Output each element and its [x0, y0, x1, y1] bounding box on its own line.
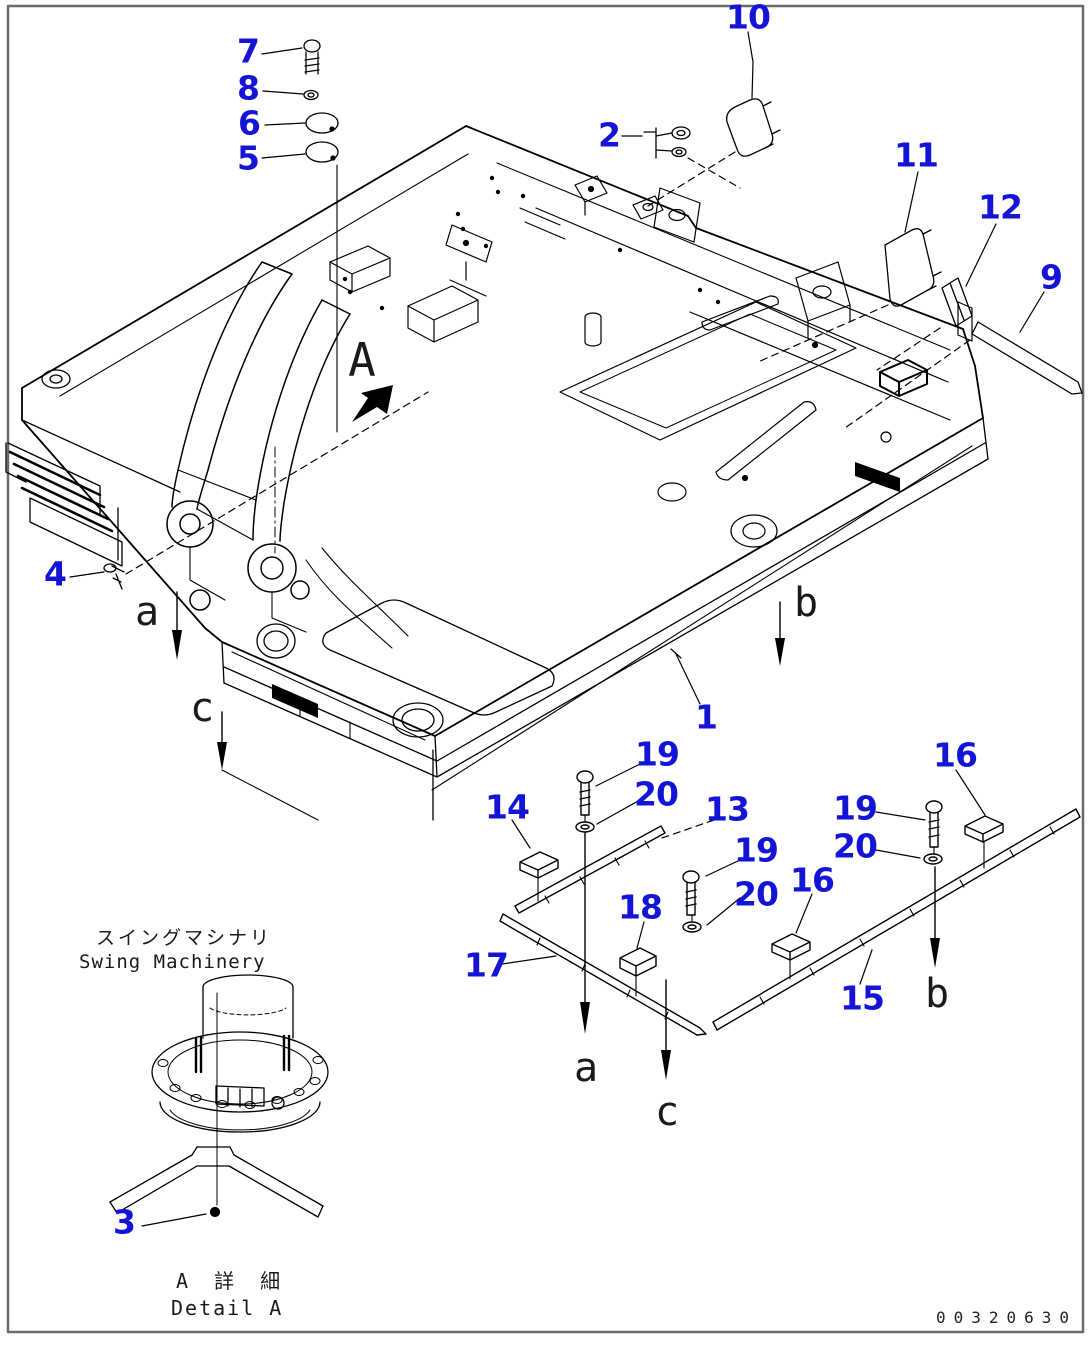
callout-12: 12 — [978, 187, 1023, 227]
view-letter-b: b — [793, 580, 819, 626]
sheet-border — [8, 6, 1083, 1332]
drawing-number: 00320630 — [936, 1308, 1078, 1327]
callout-6: 6 — [238, 103, 261, 143]
leader-lines — [70, 32, 1044, 1226]
section-view-arrows — [172, 385, 940, 1080]
swing-machinery-label-en: Swing Machinery — [79, 951, 266, 973]
view-letter-a: a — [573, 1045, 599, 1091]
callout-18: 18 — [618, 887, 663, 927]
right-deck-details — [536, 208, 972, 547]
callout-5: 5 — [237, 138, 260, 178]
detail-a-label-jp: A 詳 細 — [176, 1269, 288, 1293]
callout-4: 4 — [44, 554, 67, 594]
view-letter-A: A — [348, 333, 376, 387]
plug-and-bolt-parts — [104, 40, 1082, 589]
view-letter-b: b — [924, 971, 950, 1017]
callout-16: 16 — [933, 735, 978, 775]
callout-9: 9 — [1040, 257, 1063, 297]
callout-19: 19 — [734, 830, 779, 870]
callout-15: 15 — [840, 978, 885, 1018]
callout-20: 20 — [634, 774, 679, 814]
callout-8: 8 — [237, 68, 260, 108]
rear-deck-details — [330, 176, 721, 346]
callout-10: 10 — [726, 0, 771, 37]
callout-14: 14 — [485, 787, 530, 827]
callout-20: 20 — [734, 874, 779, 914]
callout-3: 3 — [113, 1202, 136, 1242]
callout-1: 1 — [695, 697, 718, 737]
callout-20: 20 — [833, 826, 878, 866]
view-letter-c: c — [189, 685, 215, 731]
callout-7: 7 — [237, 31, 260, 71]
left-walkway-steps — [6, 370, 180, 566]
front-left-deck — [232, 600, 554, 740]
callout-13: 13 — [705, 789, 750, 829]
bolt-19-glyphs — [577, 771, 942, 915]
callout-19: 19 — [635, 734, 680, 774]
swing-machinery-label-jp: スイングマシナリ — [96, 927, 273, 949]
callout-17: 17 — [464, 945, 509, 985]
detail-a-label-en: Detail A — [171, 1296, 284, 1320]
callout-11: 11 — [894, 135, 939, 175]
boom-mount-brackets — [167, 165, 408, 648]
detail-a-arrow — [352, 385, 393, 422]
callout-19: 19 — [833, 788, 878, 828]
cover-strips-and-hardware — [500, 771, 1080, 1035]
callout-2: 2 — [598, 115, 621, 155]
callout-16: 16 — [790, 860, 835, 900]
swing-machinery-detail — [110, 975, 328, 1217]
view-letter-c: c — [654, 1089, 680, 1135]
view-letter-a: a — [134, 589, 160, 635]
revolving-frame-outline — [22, 126, 988, 820]
